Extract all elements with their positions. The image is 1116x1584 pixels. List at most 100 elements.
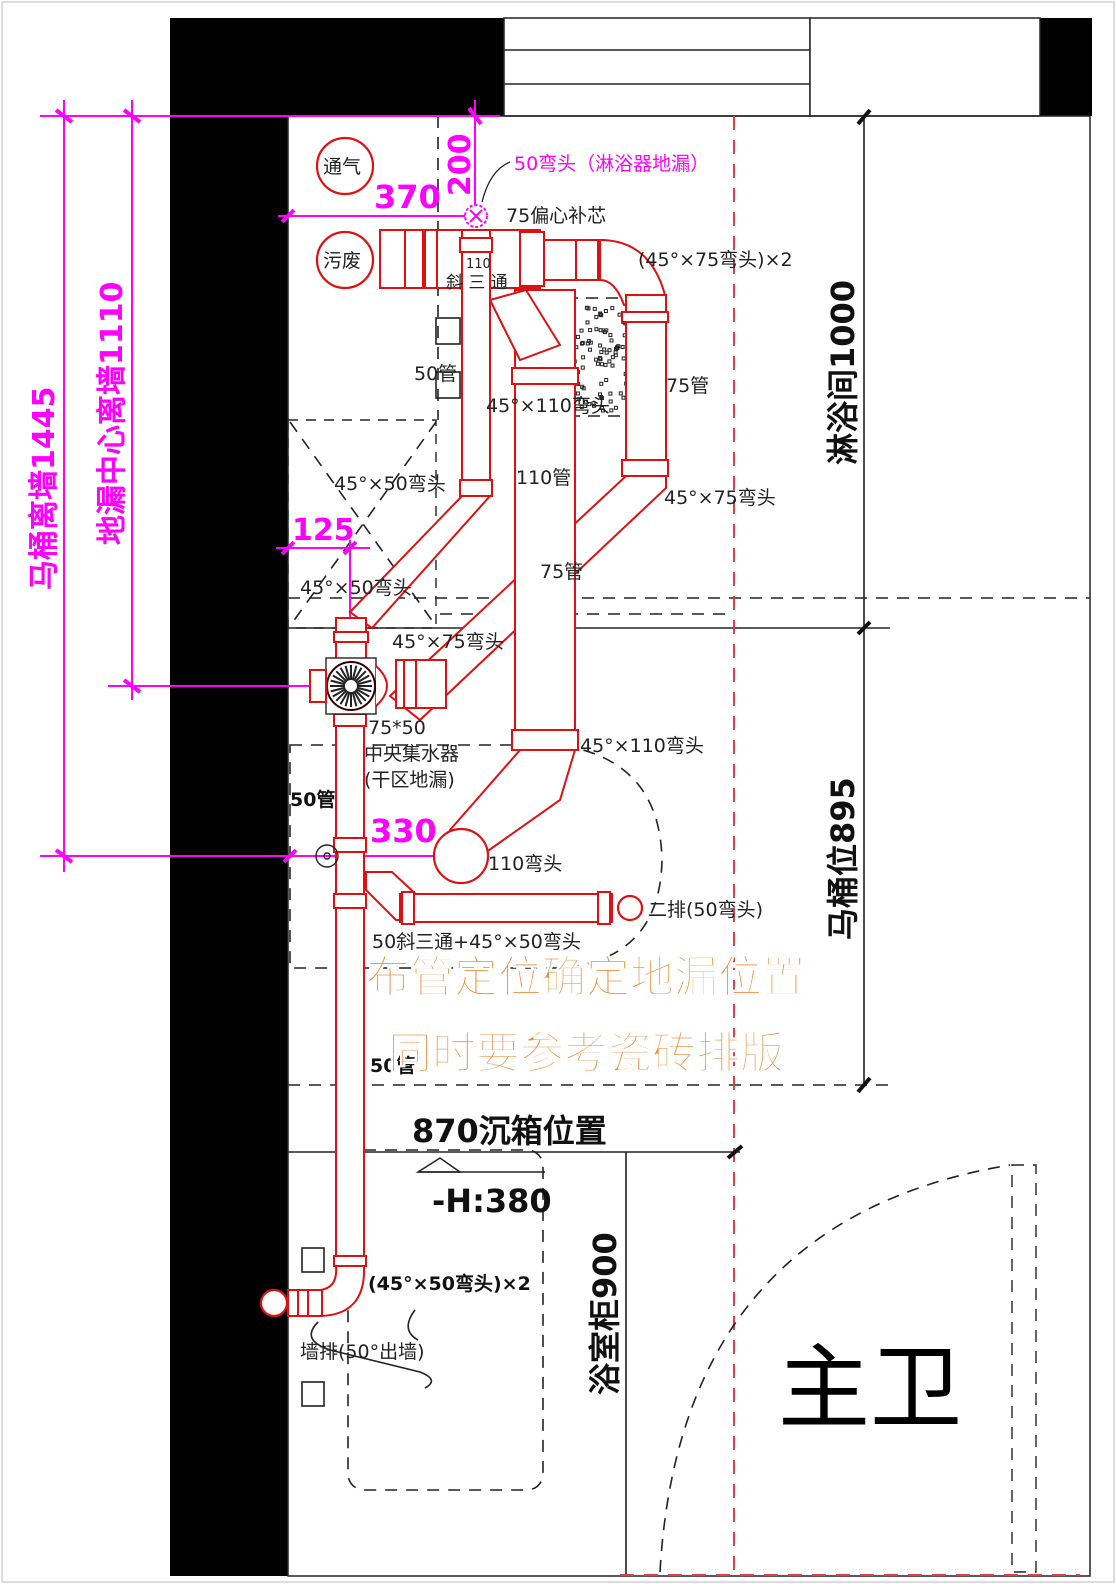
dim-tick: [122, 108, 142, 124]
collector-outlet: [375, 665, 388, 707]
grate-dot: [607, 348, 612, 353]
label-elbow-45-50-b: 45°×50弯头: [300, 577, 412, 599]
wall-drain-outlet: [259, 1288, 289, 1318]
dim-tick: [280, 208, 296, 224]
label-pipe-50-lower: 50管: [370, 1054, 415, 1077]
grate-dot: [586, 339, 591, 344]
grate-dot: [588, 347, 592, 352]
label-second-drain: 二排(50弯头): [648, 899, 763, 921]
collector-inlet: [309, 669, 327, 703]
pipe-joint: [575, 239, 599, 281]
grate-dot: [595, 361, 600, 366]
dim-tick: [122, 678, 142, 694]
label-elbow-45-50-x2: (45°×50弯头)×2: [368, 1272, 531, 1295]
grate-dot: [598, 356, 602, 361]
grate-spoke: [339, 667, 349, 682]
grate-dot: [610, 363, 615, 368]
vanity-outline-dashed: [347, 1149, 544, 1491]
grate-spoke: [354, 670, 367, 683]
grate-dot: [599, 350, 604, 355]
label-elbow-45-110-top: 45°×110弯头: [486, 395, 610, 417]
grate-dot: [594, 327, 599, 332]
label-eccentric: 75偏心补芯: [506, 205, 606, 227]
label-wye: 斜 三 通: [446, 273, 508, 293]
window-frame: [503, 17, 811, 117]
grate-dot: [618, 391, 623, 396]
dim-label-330: 330: [370, 812, 437, 850]
grate-dot: [575, 334, 580, 339]
window-frame-right: [809, 17, 1041, 117]
grate-spoke: [356, 679, 372, 686]
pipe-50-diagonal: [348, 495, 493, 630]
grate-dot: [604, 350, 609, 355]
grate-spoke: [330, 686, 346, 693]
label-collector-2: (干区地漏): [364, 769, 455, 791]
label-elbow-75-x2: (45°×75弯头)×2: [638, 249, 793, 271]
vent-stack-circle: [315, 136, 375, 196]
grate-dot: [591, 401, 596, 406]
toilet-outline-dashed: [289, 744, 663, 969]
pipe-joint: [459, 479, 493, 497]
pipe-joint: [333, 1255, 367, 1267]
grate-dot: [599, 381, 604, 386]
pipe-joint: [459, 237, 493, 253]
toilet-drain-110-elbow: [432, 827, 490, 885]
room-title: 主卫: [778, 1335, 962, 1442]
label-wye-110: 110: [466, 257, 491, 272]
pipe-joint: [333, 893, 367, 909]
label-collector-1: 中央集水器: [364, 743, 459, 765]
room-outline: [287, 115, 1091, 1577]
dim-label-shower: 淋浴间1000: [824, 280, 862, 465]
dim-label-125: 125: [292, 513, 355, 548]
pipe-50-vertical: [461, 229, 491, 481]
label-pipe-75-right: 75管: [666, 375, 709, 397]
fixtures: [309, 136, 644, 922]
dim-tick: [856, 620, 872, 636]
grate-dot: [594, 315, 599, 320]
dim-tick: [342, 540, 358, 556]
pipe-joint: [333, 713, 367, 727]
grate-dot: [580, 384, 585, 389]
pipe-110-vertical: [514, 289, 576, 741]
cross-icon: [469, 209, 483, 223]
pipe-50-horizontal: [399, 893, 613, 923]
wall-top-right: [1040, 18, 1092, 116]
wall-left: [170, 116, 288, 1576]
grate-dot: [609, 338, 614, 343]
dim-tick: [280, 540, 296, 556]
grate-dot: [601, 408, 605, 413]
wye-branch: [488, 288, 562, 362]
grate-dot: [580, 340, 585, 345]
dim-label-370: 370: [374, 178, 441, 216]
grate-dot: [607, 359, 612, 364]
grate-spoke: [353, 690, 363, 705]
pipe-joint: [597, 891, 611, 925]
grate-dot: [609, 408, 614, 413]
grate-spoke: [355, 674, 370, 684]
door-swing-arc: [659, 1164, 1011, 1573]
grate-dot: [586, 306, 591, 311]
pipe-joint: [401, 891, 415, 925]
pipe-110-diagonal: [448, 749, 577, 862]
leader-arrow: [481, 161, 511, 203]
pipe-joint: [511, 729, 579, 751]
grate-dot: [579, 341, 584, 346]
grate-spoke: [356, 686, 372, 693]
dim-label-toilet-wall: 马桶离墙1445: [27, 387, 62, 591]
zone-lines: [287, 116, 1090, 1576]
pipe-joint: [621, 311, 669, 323]
grate-dot: [598, 312, 603, 317]
pipe-joint: [333, 631, 369, 643]
fixture-square: [435, 317, 461, 345]
waste-stack-circle: [315, 230, 375, 290]
dim-tick: [856, 1076, 872, 1094]
dim-label-200: 200: [443, 133, 478, 196]
dim-label-drain-wall: 地漏中心离墙1110: [95, 282, 130, 546]
grate-dot: [613, 405, 618, 410]
pipes: [259, 229, 669, 1318]
door-leaf: [1011, 1164, 1037, 1573]
grate-dot: [592, 306, 597, 311]
label-reducer: 75*50: [368, 717, 426, 739]
grate-dot: [616, 344, 621, 349]
grate-spoke: [351, 691, 358, 707]
